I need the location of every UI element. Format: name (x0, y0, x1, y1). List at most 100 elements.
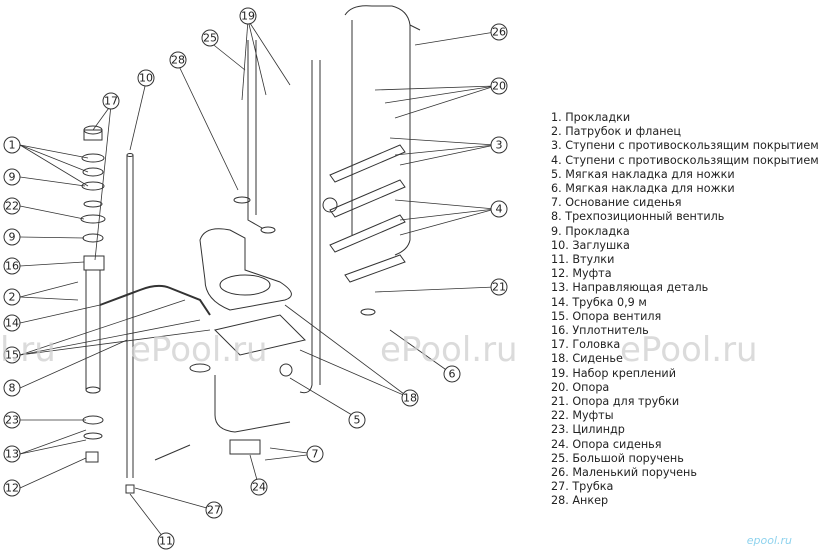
legend-item: 1. Прокладки (551, 111, 631, 124)
tube-27 (125, 153, 135, 494)
leader-lines (19, 19, 496, 542)
callout-5: 5 (348, 411, 366, 429)
legend-item: 18. Сиденье (551, 352, 623, 366)
svg-text:21: 21 (492, 281, 506, 294)
callout-9: 9 (3, 168, 21, 186)
legend-item: 28. Анкер (551, 494, 609, 508)
svg-text:3: 3 (496, 139, 503, 152)
svg-text:17: 17 (104, 95, 118, 108)
callouts: 1 9 22 9 16 2 14 15 8 23 13 12 17 10 28 … (3, 7, 508, 550)
callout-9-second: 9 (3, 228, 21, 246)
callout-17: 17 (102, 92, 120, 110)
svg-text:23: 23 (5, 414, 19, 427)
svg-text:13: 13 (5, 448, 19, 461)
svg-text:8: 8 (9, 382, 16, 395)
legend-item: 2. Патрубок и фланец (551, 125, 682, 139)
legend-item: 27. Трубка (551, 480, 614, 494)
site-logo: epool.ru (746, 534, 792, 547)
callout-15: 15 (3, 346, 21, 364)
watermark-text: ePool.ru (380, 330, 518, 370)
cylinder-assembly (80, 125, 106, 463)
callout-26: 26 (490, 23, 508, 41)
watermark-text: ePool.ru (620, 330, 758, 370)
legend-item: 21. Опора для трубки (551, 395, 680, 409)
callout-7: 7 (306, 445, 324, 463)
svg-text:9: 9 (9, 171, 16, 184)
legend-item: 8. Трехпозиционный вентиль (551, 210, 725, 224)
callout-14: 14 (3, 314, 21, 332)
svg-text:2: 2 (9, 291, 16, 304)
callout-28: 28 (169, 51, 187, 69)
svg-text:27: 27 (207, 504, 221, 517)
svg-text:14: 14 (5, 317, 19, 330)
callout-12: 12 (3, 479, 21, 497)
legend-item: 23. Цилиндр (551, 423, 625, 437)
svg-text:9: 9 (9, 231, 16, 244)
svg-text:11: 11 (159, 535, 173, 548)
callout-10: 10 (137, 69, 155, 87)
callout-11: 11 (157, 532, 175, 550)
callout-20: 20 (490, 77, 508, 95)
handrails (247, 5, 421, 394)
legend-item: 14. Трубка 0,9 м (551, 295, 647, 309)
svg-text:4: 4 (496, 203, 503, 216)
legend-item: 22. Муфты (551, 409, 614, 423)
callout-8: 8 (3, 379, 21, 397)
watermark-text: ePool.ru (130, 330, 268, 370)
svg-text:6: 6 (449, 368, 456, 381)
callout-23: 23 (3, 411, 21, 429)
svg-text:28: 28 (171, 54, 185, 67)
callout-2: 2 (3, 288, 21, 306)
svg-text:12: 12 (5, 482, 19, 495)
exploded-assembly-diagram: 1 9 22 9 16 2 14 15 8 23 13 12 17 10 28 … (3, 5, 508, 550)
legend-item: 16. Уплотнитель (551, 324, 649, 338)
legend-item: 5. Мягкая накладка для ножки (551, 167, 735, 181)
svg-text:18: 18 (403, 392, 417, 405)
svg-text:7: 7 (312, 448, 319, 461)
legend-item: 10. Заглушка (551, 238, 630, 252)
svg-text:22: 22 (5, 200, 19, 213)
legend-item: 15. Опора вентиля (551, 309, 662, 323)
svg-text:25: 25 (203, 32, 217, 45)
legend-item: 25. Большой поручень (551, 451, 684, 465)
legend-item: 4. Ступени с противоскользящим покрытием (551, 153, 819, 167)
legend-item: 13. Направляющая деталь (551, 281, 709, 295)
legend-item: 7. Основание сиденья (551, 196, 682, 210)
seat-base (214, 314, 306, 455)
parts-legend: 1. Прокладки 2. Патрубок и фланец 3. Сту… (551, 111, 819, 509)
hose-14 (99, 284, 211, 316)
callout-24: 24 (250, 478, 268, 496)
legend-item: 24. Опора сиденья (551, 437, 662, 451)
svg-text:20: 20 (492, 80, 506, 93)
callout-19: 19 (239, 7, 257, 25)
callout-13: 13 (3, 445, 21, 463)
legend-item: 3. Ступени с противоскользящим покрытием (551, 139, 819, 153)
callout-22: 22 (3, 197, 21, 215)
legend-item: 20. Опора (551, 380, 610, 394)
svg-text:19: 19 (241, 10, 255, 23)
callout-4: 4 (490, 200, 508, 218)
svg-text:24: 24 (252, 481, 266, 494)
legend-item: 12. Муфта (551, 267, 612, 281)
svg-text:15: 15 (5, 349, 19, 362)
svg-text:16: 16 (5, 260, 19, 273)
callout-21: 21 (490, 278, 508, 296)
legend-item: 6. Мягкая накладка для ножки (551, 182, 735, 196)
seat-18 (199, 228, 292, 311)
legend-item: 19. Набор креплений (551, 366, 676, 380)
legend-item: 11. Втулки (551, 253, 615, 267)
callout-18: 18 (401, 389, 419, 407)
legend-item: 9. Прокладка (551, 224, 630, 238)
callout-25: 25 (201, 29, 219, 47)
watermark-text: l.ru (0, 330, 56, 370)
svg-text:1: 1 (9, 139, 16, 152)
callout-6: 6 (443, 365, 461, 383)
callout-27: 27 (205, 501, 223, 519)
callout-1: 1 (3, 136, 21, 154)
callout-16: 16 (3, 257, 21, 275)
svg-text:26: 26 (492, 26, 506, 39)
steps (329, 144, 406, 283)
legend-item: 17. Головка (551, 338, 621, 352)
callout-3: 3 (490, 136, 508, 154)
legend-item: 26. Маленький поручень (551, 466, 697, 480)
